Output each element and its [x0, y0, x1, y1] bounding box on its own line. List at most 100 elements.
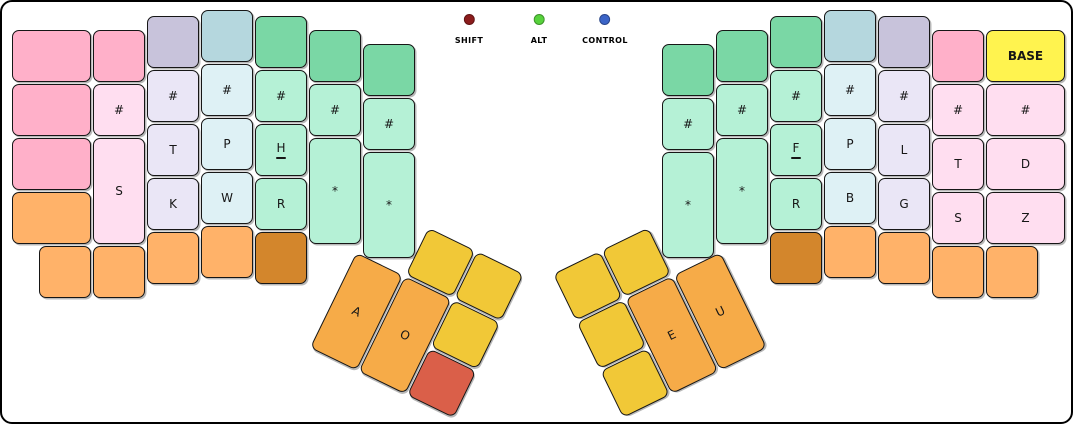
key-s[interactable]: S	[932, 192, 984, 244]
key-t[interactable]: T	[932, 138, 984, 190]
key-label: #	[952, 103, 964, 117]
key-hash[interactable]: #	[309, 84, 361, 136]
key-blank[interactable]	[824, 226, 876, 278]
key-hash[interactable]: #	[716, 84, 768, 136]
key-blank[interactable]	[662, 44, 714, 96]
key-label: B	[845, 191, 855, 205]
key-label: BASE	[1007, 49, 1044, 63]
key-blank[interactable]	[309, 30, 361, 82]
key-hash[interactable]: #	[201, 64, 253, 116]
key-label: #	[844, 83, 856, 97]
shift-status-dot	[463, 14, 475, 25]
key-label: #	[275, 89, 287, 103]
key-label: #	[736, 103, 748, 117]
key-label: *	[332, 184, 338, 198]
key-blank[interactable]	[93, 246, 145, 298]
key-label: T	[169, 143, 177, 157]
key-hash[interactable]: #	[255, 70, 307, 122]
alt-status-dot	[533, 14, 545, 25]
key-label: *	[386, 198, 392, 212]
key-blank[interactable]	[12, 84, 91, 136]
key-blank[interactable]	[878, 232, 930, 284]
key-star[interactable]: *	[716, 138, 768, 244]
key-g[interactable]: G	[878, 178, 930, 230]
key-hash[interactable]: #	[363, 98, 415, 150]
key-label: F	[792, 140, 800, 155]
key-blank[interactable]	[770, 232, 822, 284]
key-label: #	[167, 89, 179, 103]
key-hash[interactable]: #	[878, 70, 930, 122]
key-t[interactable]: T	[147, 124, 199, 176]
key-l[interactable]: L	[878, 124, 930, 176]
key-hash[interactable]: #	[986, 84, 1065, 136]
key-hash[interactable]: #	[662, 98, 714, 150]
key-base[interactable]: BASE	[986, 30, 1065, 82]
key-blank[interactable]	[147, 232, 199, 284]
key-blank[interactable]	[932, 246, 984, 298]
key-hash[interactable]: #	[147, 70, 199, 122]
key-label: #	[898, 89, 910, 103]
key-z[interactable]: Z	[986, 192, 1065, 244]
key-blank[interactable]	[824, 10, 876, 62]
key-hash[interactable]: #	[824, 64, 876, 116]
key-label: K	[169, 197, 177, 211]
key-r[interactable]: R	[770, 178, 822, 230]
key-blank[interactable]	[986, 246, 1038, 298]
key-blank[interactable]	[39, 246, 91, 298]
control-label: CONTROL	[582, 36, 628, 45]
key-star[interactable]: *	[309, 138, 361, 244]
key-blank[interactable]	[93, 30, 145, 82]
alt-label: ALT	[530, 36, 548, 45]
key-blank[interactable]	[147, 16, 199, 68]
key-label: L	[900, 143, 908, 157]
key-p[interactable]: P	[201, 118, 253, 170]
key-hash[interactable]: #	[93, 84, 145, 136]
key-label: *	[739, 184, 745, 198]
key-blank[interactable]	[12, 30, 91, 82]
key-blank[interactable]	[878, 16, 930, 68]
key-k[interactable]: K	[147, 178, 199, 230]
shift-label: SHIFT	[454, 36, 484, 45]
key-label: #	[113, 103, 125, 117]
key-label: #	[1020, 103, 1031, 117]
key-f[interactable]: F	[770, 124, 822, 176]
key-blank[interactable]	[716, 30, 768, 82]
key-blank[interactable]	[932, 30, 984, 82]
key-label: P	[846, 137, 854, 151]
key-label: Z	[1021, 211, 1030, 225]
underscore-icon	[791, 156, 801, 159]
key-blank[interactable]	[255, 232, 307, 284]
key-blank[interactable]	[201, 226, 253, 278]
key-label: R	[276, 197, 286, 211]
key-star[interactable]: *	[363, 152, 415, 258]
key-r[interactable]: R	[255, 178, 307, 230]
key-label: T	[954, 157, 962, 171]
key-p[interactable]: P	[824, 118, 876, 170]
key-label: P	[223, 137, 231, 151]
key-d[interactable]: D	[986, 138, 1065, 190]
key-h[interactable]: H	[255, 124, 307, 176]
key-blank[interactable]	[201, 10, 253, 62]
key-blank[interactable]	[363, 44, 415, 96]
key-star[interactable]: *	[662, 152, 714, 258]
key-blank[interactable]	[770, 16, 822, 68]
key-w[interactable]: W	[201, 172, 253, 224]
key-s[interactable]: S	[93, 138, 145, 244]
key-label: #	[221, 83, 233, 97]
key-blank[interactable]	[255, 16, 307, 68]
key-blank[interactable]	[12, 192, 91, 244]
key-blank[interactable]	[12, 138, 91, 190]
key-b[interactable]: B	[824, 172, 876, 224]
key-label: #	[329, 103, 341, 117]
key-label: H	[276, 140, 286, 155]
underscore-icon	[276, 156, 286, 159]
key-hash[interactable]: #	[932, 84, 984, 136]
control-status-dot	[599, 14, 611, 25]
key-label: A	[349, 303, 364, 320]
key-label: *	[685, 198, 691, 212]
key-hash[interactable]: #	[770, 70, 822, 122]
key-label: #	[682, 117, 694, 131]
key-label: E	[665, 327, 679, 344]
